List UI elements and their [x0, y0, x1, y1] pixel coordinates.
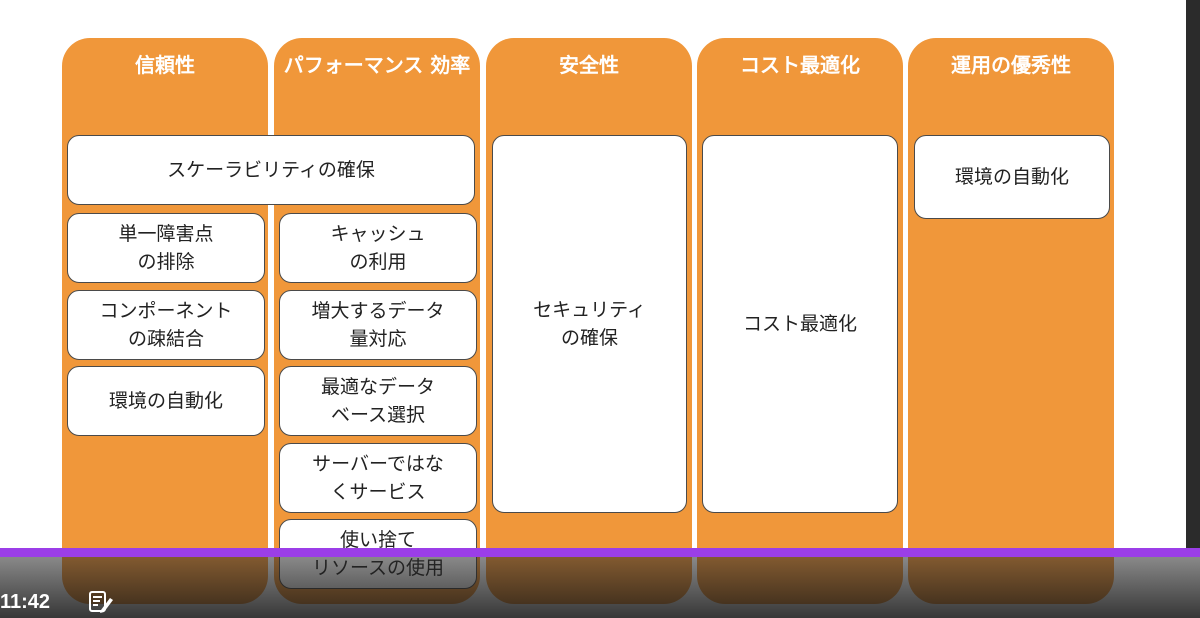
box-scalability: スケーラビリティの確保 — [67, 135, 475, 205]
player-control-bar — [0, 557, 1200, 618]
box-serverless: サーバーではな くサービス — [279, 443, 477, 513]
note-edit-icon[interactable] — [88, 590, 114, 614]
box-db-selection: 最適なデータ ベース選択 — [279, 366, 477, 436]
box-spof: 単一障害点 の排除 — [67, 213, 265, 283]
column-title-reliability: 信頼性 — [135, 53, 195, 77]
box-security: セキュリティ の確保 — [492, 135, 687, 513]
box-automation-reliability: 環境の自動化 — [67, 366, 265, 436]
column-title-operations: 運用の優秀性 — [951, 53, 1071, 77]
current-time: 11:42 — [0, 591, 51, 613]
box-automation-ops: 環境の自動化 — [914, 135, 1110, 219]
column-title-security: 安全性 — [559, 53, 619, 77]
box-data-growth: 増大するデータ 量対応 — [279, 290, 477, 360]
box-cost: コスト最適化 — [702, 135, 898, 513]
column-title-cost: コスト最適化 — [740, 53, 860, 77]
window-edge — [1186, 0, 1200, 548]
column-operations: 運用の優秀性 — [908, 38, 1114, 604]
box-cache: キャッシュ の利用 — [279, 213, 477, 283]
box-loose-coupling: コンポーネント の疎結合 — [67, 290, 265, 360]
progress-bar[interactable] — [0, 548, 1200, 557]
column-title-performance: パフォーマンス 効率 — [283, 53, 471, 77]
